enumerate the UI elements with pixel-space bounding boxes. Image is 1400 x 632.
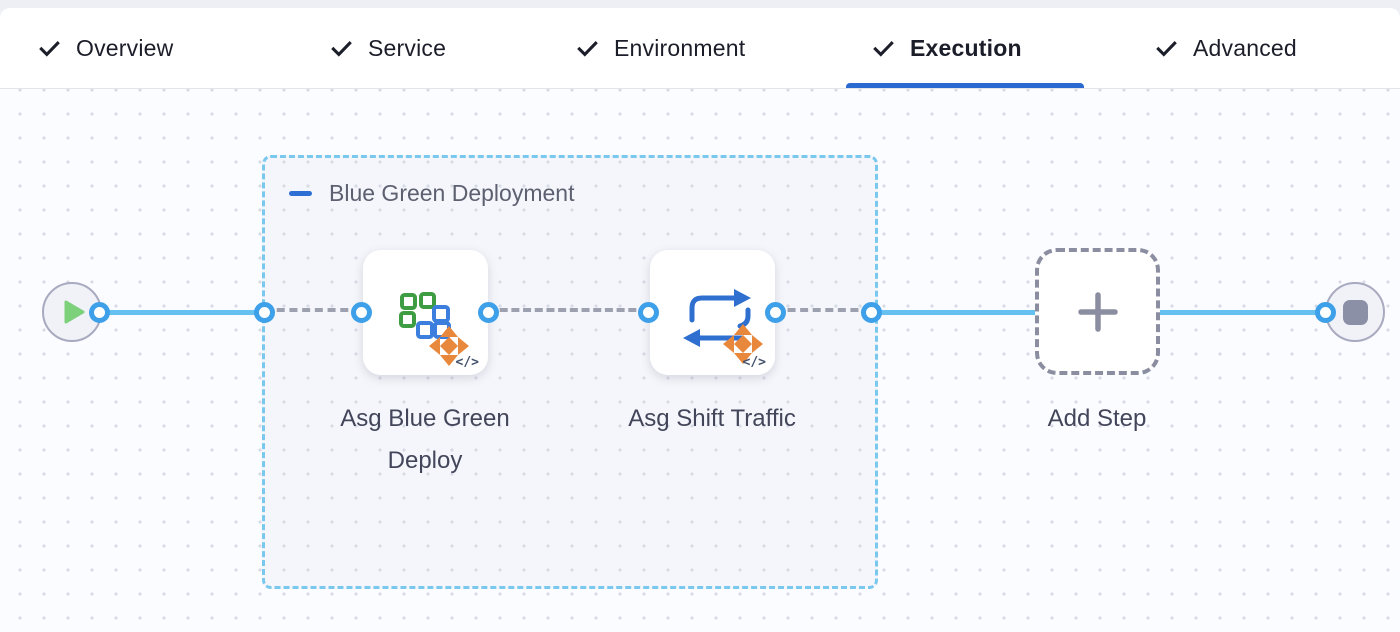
port[interactable] — [1315, 302, 1336, 323]
active-tab-underline — [846, 83, 1084, 88]
step-card-asg-blue-green-deploy[interactable]: </> — [363, 250, 488, 375]
tab-label: Execution — [910, 34, 1022, 61]
step-group-label: Blue Green Deployment — [329, 180, 575, 206]
tab-label: Service — [368, 34, 447, 61]
plus-icon — [1077, 291, 1118, 332]
check-icon — [1156, 40, 1177, 57]
play-icon — [64, 300, 85, 324]
tab-service[interactable]: Service — [330, 8, 446, 88]
step-label: Asg Shift Traffic — [628, 405, 796, 432]
check-icon — [873, 40, 894, 57]
port[interactable] — [254, 302, 275, 323]
code-badge: </> — [455, 355, 479, 370]
port[interactable] — [765, 302, 786, 323]
end-node — [1325, 282, 1385, 342]
port[interactable] — [89, 302, 110, 323]
step-group-blue-green-deployment[interactable]: Blue Green Deployment — [262, 155, 878, 589]
asg-blue-green-deploy-icon — [399, 292, 469, 366]
stop-icon — [1342, 299, 1368, 325]
port[interactable] — [351, 302, 372, 323]
tab-overview[interactable]: Overview — [38, 8, 173, 88]
check-icon — [577, 40, 598, 57]
port[interactable] — [861, 302, 882, 323]
connector-step1-to-step2 — [488, 308, 648, 312]
minus-icon[interactable] — [289, 191, 312, 196]
check-icon — [39, 40, 60, 57]
step-group-header: Blue Green Deployment — [289, 180, 574, 207]
tab-execution[interactable]: Execution — [846, 8, 1084, 88]
tab-environment[interactable]: Environment — [576, 8, 745, 88]
connector-step2-to-group-edge — [775, 308, 871, 312]
pipeline-canvas[interactable]: Blue Green Deployment — [0, 88, 1400, 632]
tab-label: Advanced — [1193, 34, 1297, 61]
move-arrows-icon — [723, 324, 763, 364]
add-step-label: Add Step — [1047, 405, 1147, 432]
asg-shift-traffic-icon — [683, 289, 763, 364]
tab-advanced[interactable]: Advanced — [1155, 8, 1297, 88]
add-step-button[interactable] — [1035, 248, 1160, 375]
port[interactable] — [478, 302, 499, 323]
tab-label: Environment — [614, 34, 746, 61]
connector-group-to-step1 — [264, 308, 361, 312]
step-card-asg-shift-traffic[interactable]: </> — [650, 250, 775, 375]
connector-start-to-group — [99, 310, 264, 315]
check-icon — [331, 40, 352, 57]
code-badge: </> — [742, 355, 766, 370]
tab-label: Overview — [76, 34, 174, 61]
port[interactable] — [638, 302, 659, 323]
move-arrows-icon — [429, 326, 469, 366]
pipeline-stage-tabbar: Overview Service Environment Execution A… — [0, 8, 1400, 89]
start-node — [42, 282, 102, 342]
step-label: Asg Blue Green Deploy — [340, 405, 510, 474]
